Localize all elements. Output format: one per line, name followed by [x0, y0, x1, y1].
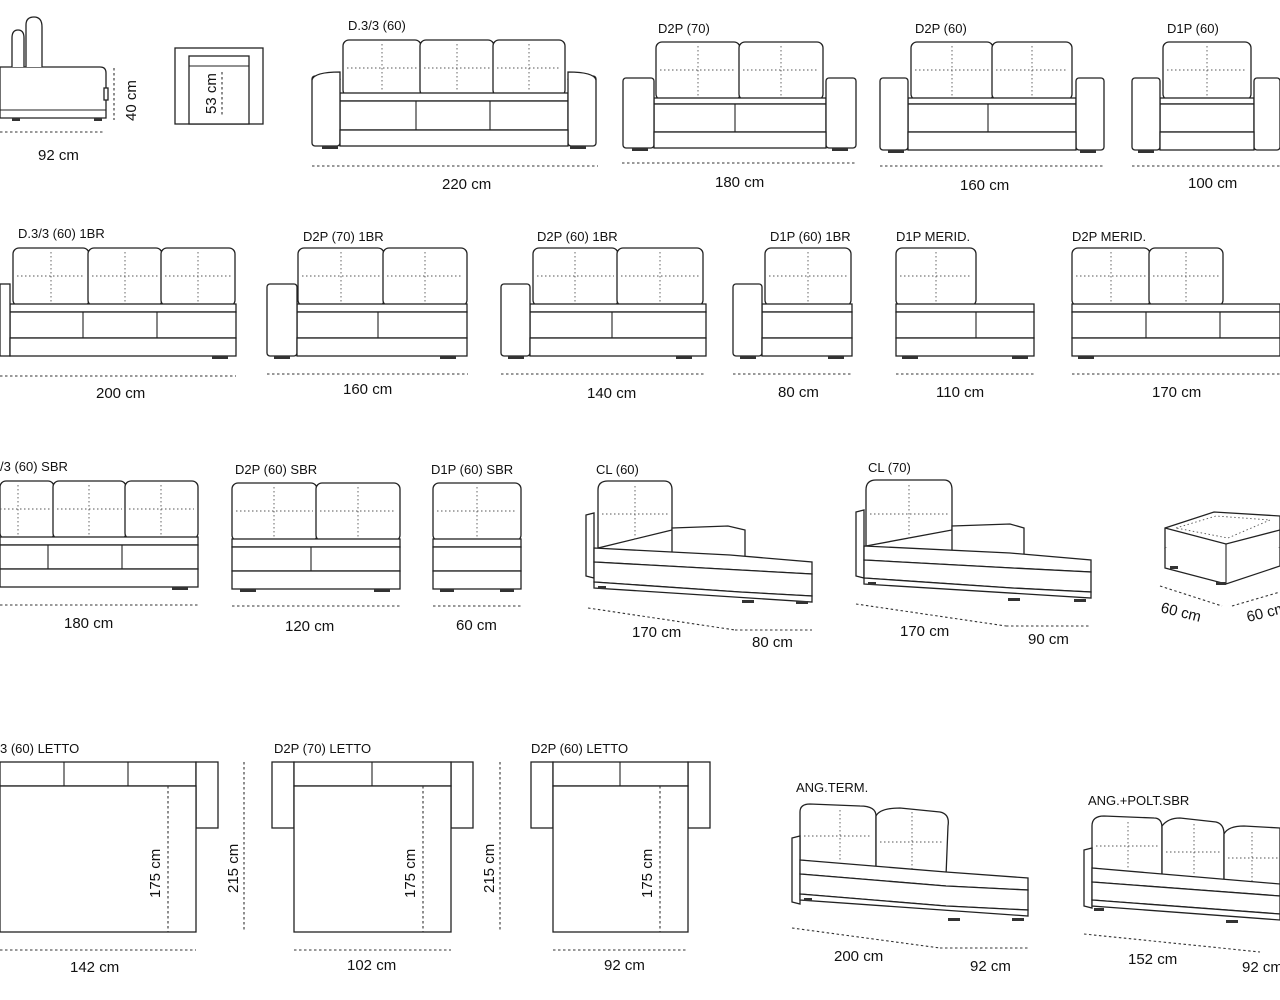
width-dim: 200 cm [96, 385, 145, 402]
sofa-d33-60: D.3/3 (60) 220 cm [311, 18, 598, 193]
width-dim: 100 cm [1188, 175, 1237, 192]
width-dim: 180 cm [715, 174, 764, 191]
width-dim: 140 cm [587, 385, 636, 402]
sofa-d1p-60-sbr: D1P (60) SBR 60 cm [431, 462, 522, 634]
bed-length-dim: 175 cm [639, 849, 656, 898]
module-label: D2P (70) LETTO [274, 741, 371, 756]
bed-width-dim: 92 cm [604, 957, 645, 974]
top-view-armrest: 53 cm [174, 47, 264, 125]
module-label: CL (70) [868, 460, 911, 475]
module-label: D.3/3 (60) 1BR [18, 226, 105, 241]
bed-total-dim: 215 cm [481, 844, 498, 893]
pouf: 60 cm 60 cm [1159, 511, 1280, 626]
module-label: D1P (60) SBR [431, 462, 513, 477]
sofa-d2p-merid: D2P MERID. 170 cm [1071, 229, 1280, 401]
module-label: D1P (60) 1BR [770, 229, 851, 244]
module-label: CL (60) [596, 462, 639, 477]
length-dim: 170 cm [900, 623, 949, 640]
side-view-module: 92 cm 40 cm [0, 16, 140, 164]
depth-dim: 80 cm [752, 634, 793, 651]
pouf-width-dim: 60 cm [1245, 600, 1280, 626]
width-dim: 170 cm [1152, 384, 1201, 401]
length-dim: 200 cm [834, 948, 883, 965]
width-dim: 60 cm [456, 617, 497, 634]
module-label: ANG.TERM. [796, 780, 868, 795]
sofa-d33-60-sbr: /3 (60) SBR 180 cm [0, 459, 199, 632]
sofa-d2p-70: D2P (70) 180 cm [622, 21, 857, 191]
module-label: D2P (70) [658, 21, 710, 36]
module-label: D2P (60) SBR [235, 462, 317, 477]
sofa-d2p-60: D2P (60) 160 cm [879, 21, 1105, 194]
corner-ang-polt-sbr: ANG.+POLT.SBR 152 cm 92 cm [1083, 793, 1280, 976]
corner-ang-term: ANG.TERM. 200 cm 92 cm [791, 780, 1029, 975]
side-depth-dim: 92 cm [38, 147, 79, 164]
module-label: D2P (70) 1BR [303, 229, 384, 244]
module-label: /3 (60) SBR [0, 459, 68, 474]
depth-dim: 90 cm [1028, 631, 1069, 648]
module-label: D2P MERID. [1072, 229, 1146, 244]
sofa-d33-60-1br: D.3/3 (60) 1BR 200 cm [0, 226, 237, 402]
width-dim: 120 cm [285, 618, 334, 635]
sofa-d2p-70-1br: D2P (70) 1BR 160 cm [266, 229, 468, 398]
length-dim: 152 cm [1128, 951, 1177, 968]
width-dim: 160 cm [960, 177, 1009, 194]
sofa-d1p-merid: D1P MERID. 110 cm [895, 229, 1035, 401]
bed-width-dim: 142 cm [70, 959, 119, 976]
module-label: D2P (60) [915, 21, 967, 36]
bed-length-dim: 175 cm [147, 849, 164, 898]
module-label: D2P (60) 1BR [537, 229, 618, 244]
bed-d2p-60-letto: D2P (60) LETTO 92 cm 175 cm [530, 741, 711, 974]
bed-d2p-70-letto: D2P (70) LETTO 102 cm 175 cm 215 cm [271, 741, 501, 974]
module-label: ANG.+POLT.SBR [1088, 793, 1189, 808]
sofa-d2p-60-sbr: D2P (60) SBR 120 cm [231, 462, 401, 635]
width-dim: 180 cm [64, 615, 113, 632]
sofa-d1p-60-1br: D1P (60) 1BR 80 cm [732, 229, 853, 401]
bed-width-dim: 102 cm [347, 957, 396, 974]
top-depth-dim: 53 cm [203, 73, 220, 114]
module-label: D1P MERID. [896, 229, 970, 244]
width-dim: 80 cm [778, 384, 819, 401]
bed-length-dim: 175 cm [402, 849, 419, 898]
depth-dim: 92 cm [970, 958, 1011, 975]
module-label: D2P (60) LETTO [531, 741, 628, 756]
chaise-cl-70: CL (70) 170 cm 90 cm [855, 460, 1092, 648]
sofa-d2p-60-1br: D2P (60) 1BR 140 cm [500, 229, 707, 402]
bed-total-dim: 215 cm [225, 844, 242, 893]
width-dim: 110 cm [936, 384, 984, 401]
pouf-depth-dim: 60 cm [1159, 599, 1203, 625]
sofa-d1p-60: D1P (60) 100 cm [1131, 21, 1280, 192]
length-dim: 170 cm [632, 624, 681, 641]
side-height-dim: 40 cm [123, 80, 140, 121]
module-label: D.3/3 (60) [348, 18, 406, 33]
bed-d33-60-letto: 3 (60) LETTO 142 cm 175 cm 215 cm [0, 741, 245, 976]
module-label: 3 (60) LETTO [0, 741, 79, 756]
width-dim: 160 cm [343, 381, 392, 398]
width-dim: 220 cm [442, 176, 491, 193]
depth-dim: 92 cm [1242, 959, 1280, 976]
chaise-cl-60: CL (60) 170 cm 80 cm [585, 462, 813, 651]
module-label: D1P (60) [1167, 21, 1219, 36]
